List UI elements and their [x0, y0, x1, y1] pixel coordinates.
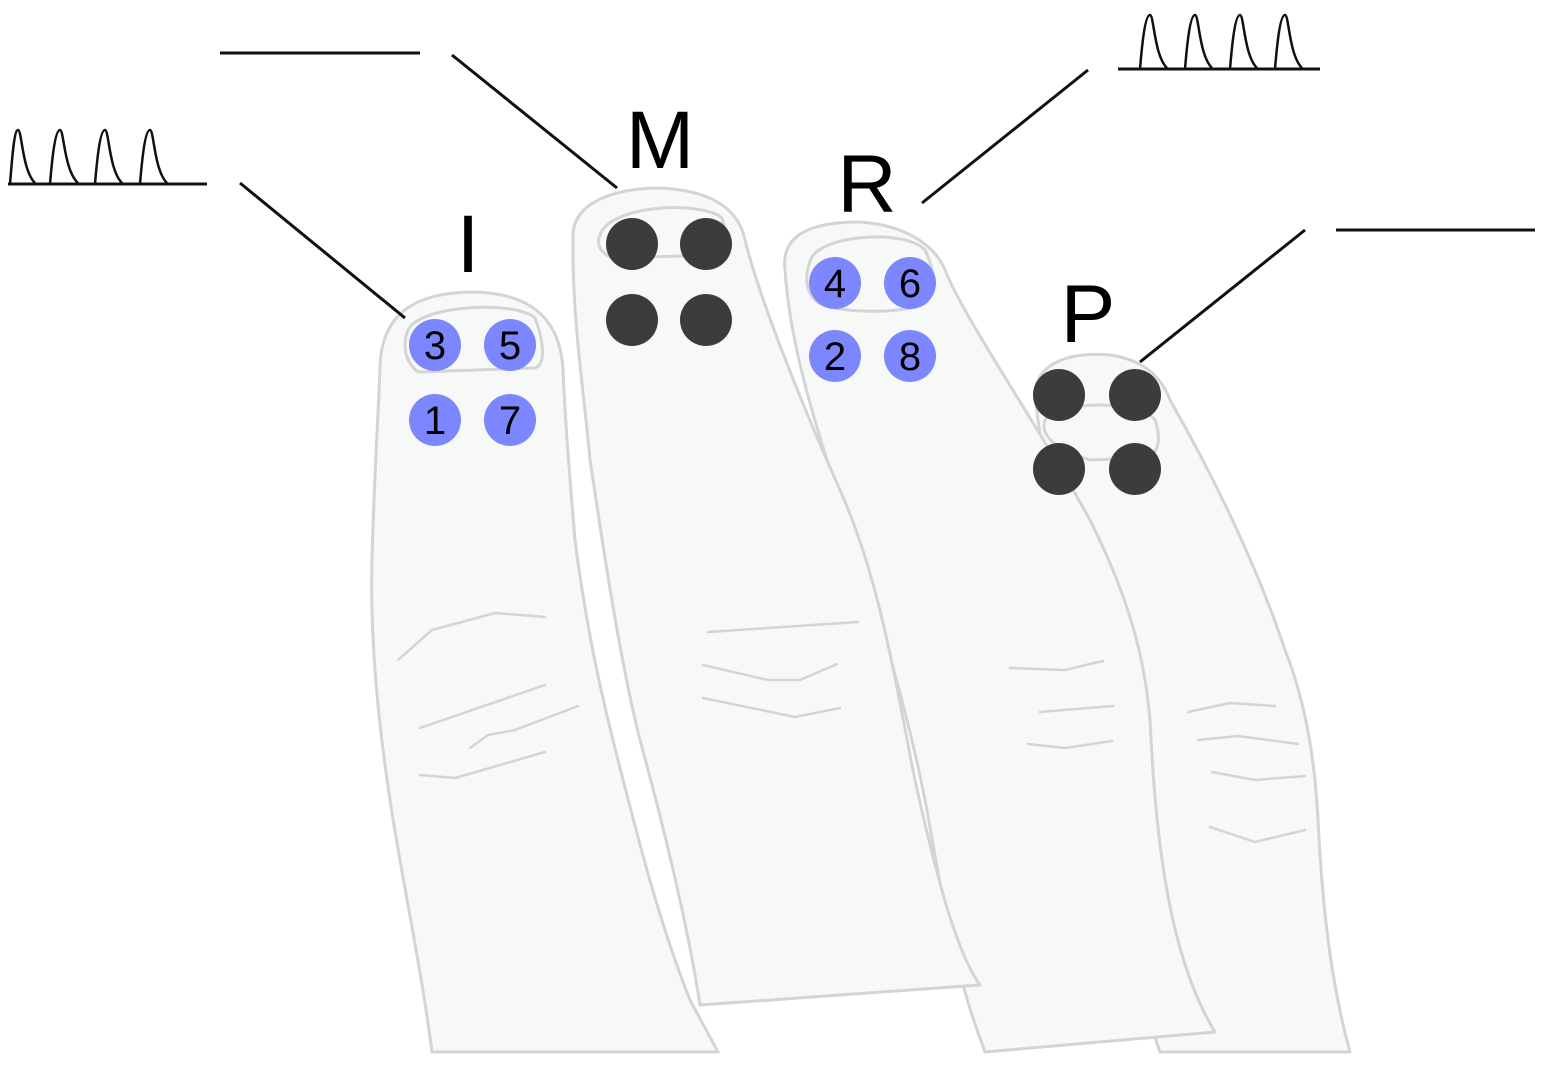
index-electrodes: 3 5 1 7 — [409, 319, 536, 446]
electrode-label: 5 — [499, 324, 521, 368]
inactive-electrode[interactable] — [1109, 369, 1161, 421]
index-pulse-trace — [8, 128, 207, 186]
index-finger — [370, 290, 720, 1054]
electrode-8[interactable] — [884, 330, 936, 382]
middle-finger — [571, 186, 982, 1007]
electrode-7[interactable] — [484, 394, 536, 446]
ring-electrodes: 4 6 2 8 — [809, 257, 936, 382]
inactive-electrode[interactable] — [1033, 443, 1085, 495]
inactive-electrode[interactable] — [680, 218, 732, 270]
pinky-electrodes — [1033, 369, 1161, 495]
electrode-label: 2 — [824, 335, 846, 379]
inactive-electrode[interactable] — [606, 294, 658, 346]
electrode-2[interactable] — [809, 330, 861, 382]
electrode-label: 8 — [899, 335, 921, 379]
inactive-electrode[interactable] — [606, 218, 658, 270]
middle-electrodes — [606, 218, 732, 346]
index-nail — [403, 305, 544, 374]
pinky-leader-line — [1139, 228, 1306, 364]
electrode-label: 1 — [424, 399, 446, 443]
ring-pulse-trace — [1118, 13, 1320, 71]
electrode-1[interactable] — [409, 394, 461, 446]
inactive-electrode[interactable] — [1033, 369, 1085, 421]
finger-label-pinky: P — [1061, 269, 1116, 360]
hand-illustration — [370, 186, 1352, 1054]
electrode-label: 4 — [824, 262, 846, 306]
inactive-electrode[interactable] — [1109, 443, 1161, 495]
ring-leader-line — [921, 68, 1089, 205]
finger-label-middle: M — [626, 95, 694, 186]
finger-label-index: I — [457, 199, 480, 290]
electrode-label: 6 — [899, 262, 921, 306]
finger-label-ring: R — [837, 139, 896, 230]
finger-creases — [396, 611, 1307, 844]
electrode-label: 7 — [499, 399, 521, 443]
inactive-electrode[interactable] — [680, 294, 732, 346]
electrode-6[interactable] — [884, 257, 936, 309]
electrode-3[interactable] — [409, 319, 461, 371]
electrode-label: 3 — [424, 324, 446, 368]
index-leader-line — [239, 181, 406, 320]
middle-leader-line — [451, 53, 618, 190]
electrode-5[interactable] — [484, 319, 536, 371]
electrode-4[interactable] — [809, 257, 861, 309]
